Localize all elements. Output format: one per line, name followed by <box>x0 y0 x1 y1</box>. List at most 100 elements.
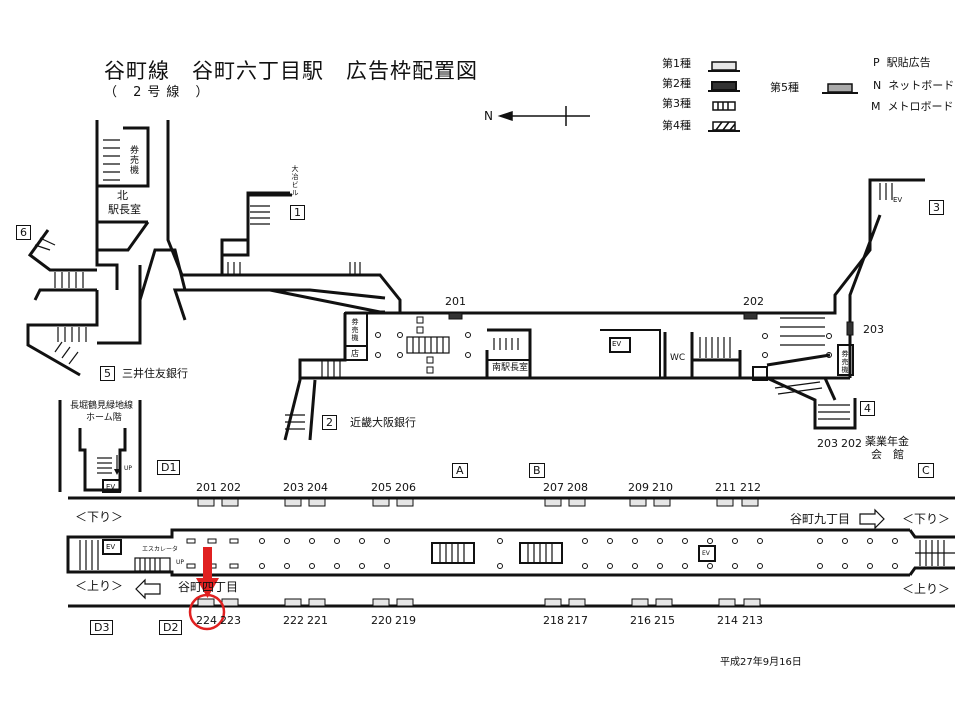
ad-label-206: 206 <box>395 481 416 494</box>
column <box>334 538 340 544</box>
ad-label-212: 212 <box>740 481 761 494</box>
elevator-nagahori: EV <box>106 483 116 491</box>
ad-panel-213 <box>743 598 761 607</box>
exit-2-landmark: 近畿大阪銀行 <box>350 416 416 429</box>
down-track-label: ＜下り＞ <box>75 510 124 524</box>
ad-panel-208 <box>568 498 586 507</box>
column <box>375 352 381 358</box>
ad-label-215: 215 <box>654 614 675 627</box>
ad-label-205: 205 <box>371 481 392 494</box>
pillar <box>416 316 424 324</box>
column <box>842 563 848 569</box>
column <box>497 538 503 544</box>
nagahori-platform-walls <box>58 400 142 493</box>
ad-label-concourse-202: 202 <box>743 295 764 308</box>
code: M <box>871 100 881 113</box>
north-label: N <box>484 109 493 123</box>
stairs <box>34 139 120 365</box>
direction-arrows <box>135 508 885 600</box>
legend-type-4: 第4種 <box>662 119 691 132</box>
elevator-platform-west: EV <box>106 543 116 551</box>
column <box>762 352 768 358</box>
exit-d2-badge: D2 <box>159 620 183 635</box>
ad-label-213: 213 <box>742 614 763 627</box>
date-label: 平成27年9月16日 <box>720 657 802 668</box>
legend-code-m: M メトロボード <box>871 101 954 112</box>
ad-panel-220 <box>372 598 390 607</box>
nagahori-label-2: ホーム階 <box>86 413 122 423</box>
north-office-label-2: 駅長室 <box>108 203 141 216</box>
code: N <box>873 79 882 92</box>
column <box>657 563 663 569</box>
exit-4-landmark-line2: 会 館 <box>871 448 904 461</box>
north-section-walls <box>26 120 270 377</box>
platform-ad-panels <box>197 498 761 607</box>
elevator-concourse: EV <box>612 340 622 348</box>
up-direction-label: 谷町四丁目 <box>178 580 239 594</box>
highlight-arrow-head <box>196 578 219 598</box>
ad-label-207: 207 <box>543 481 564 494</box>
column <box>707 538 713 544</box>
page-subtitle: （ 2号線 ） <box>104 85 215 100</box>
ad-panel-216 <box>631 598 649 607</box>
ad-label-201: 201 <box>196 481 217 494</box>
ad-label-203: 203 <box>283 481 304 494</box>
wc-label: WC <box>670 353 686 363</box>
ad-label-exit4-203: 203 <box>817 437 838 450</box>
column <box>757 538 763 544</box>
ad-panel-205 <box>372 498 390 507</box>
ad-label-209: 209 <box>628 481 649 494</box>
column <box>682 563 688 569</box>
ad-panel-218 <box>544 598 562 607</box>
bench <box>207 538 217 544</box>
ad-panel-203 <box>284 498 302 507</box>
ad-label-210: 210 <box>652 481 673 494</box>
column <box>657 538 663 544</box>
exit-4-badge: 4 <box>860 401 875 416</box>
exit-d3-badge: D3 <box>90 620 114 635</box>
stairs <box>227 183 893 275</box>
ad-label-217: 217 <box>567 614 588 627</box>
south-office-label: 南駅長室 <box>492 363 529 373</box>
column <box>826 352 832 358</box>
up-track-label-east: ＜上り＞ <box>902 582 951 596</box>
column <box>867 563 873 569</box>
legend-code-p: P 駅貼広告 <box>873 57 931 68</box>
ad-label-211: 211 <box>715 481 736 494</box>
column <box>707 563 713 569</box>
column <box>465 332 471 338</box>
code-label: 駅貼広告 <box>886 56 931 69</box>
column <box>867 538 873 544</box>
ad-panel-222 <box>284 598 302 607</box>
ad-panel-217 <box>568 598 586 607</box>
exit-2-badge: 2 <box>322 415 337 430</box>
column <box>582 538 588 544</box>
column <box>497 563 503 569</box>
up-track-label: ＜上り＞ <box>75 579 124 593</box>
column <box>259 538 265 544</box>
ad-label-208: 208 <box>567 481 588 494</box>
ad-label-223: 223 <box>220 614 241 627</box>
column <box>607 563 613 569</box>
island-platform <box>66 528 955 577</box>
stairs <box>97 457 112 474</box>
escalator-up-label: UP <box>176 559 185 566</box>
code: P <box>873 56 880 69</box>
column <box>397 352 403 358</box>
bench <box>186 563 196 569</box>
bench <box>186 538 196 544</box>
down-track-label-east: ＜下り＞ <box>902 512 951 526</box>
escalator-label: エスカレータ <box>142 546 179 553</box>
column <box>284 563 290 569</box>
exit-1-landmark: 大冶ビル <box>291 165 299 197</box>
ticket-machine-north: 券売機 <box>128 145 138 175</box>
exit-a-badge: A <box>452 463 468 478</box>
column <box>359 538 365 544</box>
ad-label-214: 214 <box>717 614 738 627</box>
column <box>732 563 738 569</box>
exit-d1-badge: D1 <box>157 460 181 475</box>
track-walls <box>68 496 955 608</box>
stairs <box>79 540 955 572</box>
